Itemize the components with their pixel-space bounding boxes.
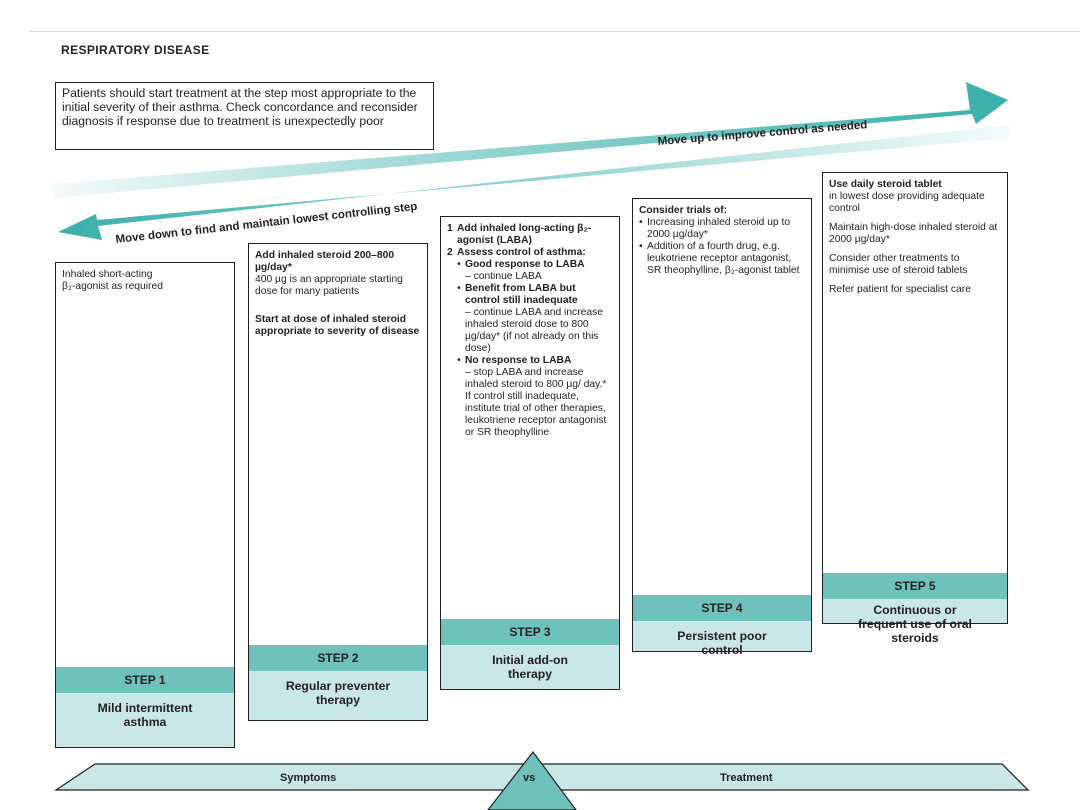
treatment-label: Treatment bbox=[720, 772, 773, 784]
step-4-column: Consider trials of: Increasing inhaled s… bbox=[632, 198, 812, 657]
step-5-column: Use daily steroid tablet in lowest dose … bbox=[822, 172, 1008, 645]
vs-label: vs bbox=[523, 772, 535, 784]
step-1-description: Mild intermittent asthma bbox=[56, 693, 234, 747]
step-4-bold1: Consider trials of: bbox=[639, 205, 728, 216]
step-3-item1: Add inhaled long-acting β₂-agonist (LABA… bbox=[457, 223, 592, 246]
balance-fulcrum bbox=[487, 751, 577, 810]
step-3-description: Initial add-on therapy bbox=[441, 645, 619, 689]
step-2-bold1: Add inhaled steroid 200–800 µg/day* bbox=[255, 250, 395, 273]
step-5-body: Use daily steroid tablet in lowest dose … bbox=[823, 173, 1007, 309]
list-item: Increasing inhaled steroid up to 2000 µg… bbox=[639, 217, 805, 241]
step-5-bold1: Use daily steroid tablet bbox=[829, 179, 942, 190]
list-item: Addition of a fourth drug, e.g. leukotri… bbox=[639, 241, 805, 277]
list-item: Benefit from LABA but control still inad… bbox=[457, 283, 613, 355]
list-item: No response to LABA– stop LABA and incre… bbox=[457, 355, 613, 439]
step-5-text2: Maintain high-dose inhaled steroid at 20… bbox=[829, 222, 998, 245]
step-5-text4: Refer patient for specialist care bbox=[829, 284, 971, 295]
step-2-bold2: Start at dose of inhaled steroid appropr… bbox=[255, 314, 420, 337]
step-3-item2: Assess control of asthma: bbox=[457, 247, 586, 258]
step-5-text3: Consider other treatments to minimise us… bbox=[829, 253, 968, 276]
step-3-label: STEP 3 bbox=[441, 619, 619, 645]
step-4-label: STEP 4 bbox=[633, 595, 811, 621]
step-4-description: Persistent poor control bbox=[633, 621, 811, 657]
step-4-options: Increasing inhaled steroid up to 2000 µg… bbox=[639, 217, 805, 277]
move-down-arrow bbox=[58, 125, 1010, 240]
step-2-body: Add inhaled steroid 200–800 µg/day* 400 … bbox=[249, 244, 427, 351]
step-1-column: Inhaled short-acting β₂-agonist as requi… bbox=[55, 262, 235, 748]
step-2-text1: 400 µg is an appropriate starting dose f… bbox=[255, 274, 403, 297]
step-1-line1: Inhaled short-acting bbox=[62, 269, 153, 280]
step-2-column: Add inhaled steroid 200–800 µg/day* 400 … bbox=[248, 243, 428, 721]
step-5-text1: in lowest dose providing adequate contro… bbox=[829, 191, 985, 214]
step-2-description: Regular preventer therapy bbox=[249, 671, 427, 720]
list-item: Good response to LABA– continue LABA bbox=[457, 259, 613, 283]
top-rule bbox=[30, 31, 1080, 32]
symptoms-label: Symptoms bbox=[280, 772, 336, 784]
step-3-options: Good response to LABA– continue LABA Ben… bbox=[457, 259, 613, 439]
step-2-label: STEP 2 bbox=[249, 645, 427, 671]
step-1-line2: β₂-agonist as required bbox=[62, 281, 163, 292]
step-5-description: Continuous or frequent use of oral stero… bbox=[823, 599, 1007, 645]
intro-note: Patients should start treatment at the s… bbox=[55, 82, 434, 150]
step-1-label: STEP 1 bbox=[56, 667, 234, 693]
step-4-body: Consider trials of: Increasing inhaled s… bbox=[633, 199, 811, 283]
move-up-arrow bbox=[52, 82, 1008, 198]
step-1-body: Inhaled short-acting β₂-agonist as requi… bbox=[56, 263, 234, 299]
step-5-label: STEP 5 bbox=[823, 573, 1007, 599]
section-title: RESPIRATORY DISEASE bbox=[61, 43, 210, 57]
